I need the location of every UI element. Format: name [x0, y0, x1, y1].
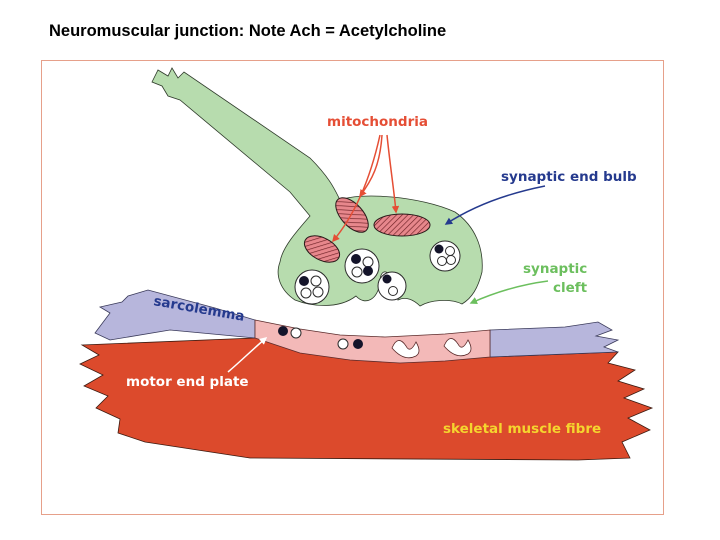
junctional-fold [391, 340, 420, 359]
synaptic-cleft-label-line2: cleft [553, 280, 588, 296]
mitochondria-arrow [386, 134, 400, 214]
mitochondrion [303, 235, 341, 263]
slide-title: Neuromuscular junction: Note Ach = Acety… [49, 22, 447, 40]
synaptic-vesicle [294, 269, 330, 305]
mitochondria-label: mitochondria [327, 114, 428, 130]
skeletal-muscle-fibre [79, 337, 654, 461]
mitochondrion [335, 197, 369, 233]
motor-end-plate [254, 319, 491, 364]
synaptic-cleft-label-line1: synaptic [523, 261, 587, 277]
synaptic-end-bulb [151, 67, 483, 307]
synaptic-cleft-arrow [469, 280, 549, 304]
motor-end-plate-arrow [227, 337, 268, 373]
ach-molecule [278, 326, 288, 336]
motor-end-plate-label: motor end plate [126, 374, 249, 390]
synaptic-vesicle [429, 240, 461, 272]
synaptic-end-bulb-label: synaptic end bulb [501, 169, 637, 185]
ach-molecule [353, 339, 363, 349]
ach-molecule [337, 338, 349, 350]
mitochondria-arrow [332, 134, 381, 243]
mitochondrion [373, 213, 431, 237]
sarcolemma-right [489, 321, 620, 358]
mitochondria-arrow [359, 134, 383, 198]
synaptic-vesicle [344, 248, 380, 284]
sarcolemma-left [94, 289, 256, 341]
synaptic-end-bulb-arrow [444, 185, 546, 225]
junctional-fold [443, 338, 472, 357]
ach-molecule [290, 327, 302, 339]
synaptic-vesicle [377, 271, 407, 301]
skeletal-muscle-fibre-label: skeletal muscle fibre [443, 421, 601, 437]
